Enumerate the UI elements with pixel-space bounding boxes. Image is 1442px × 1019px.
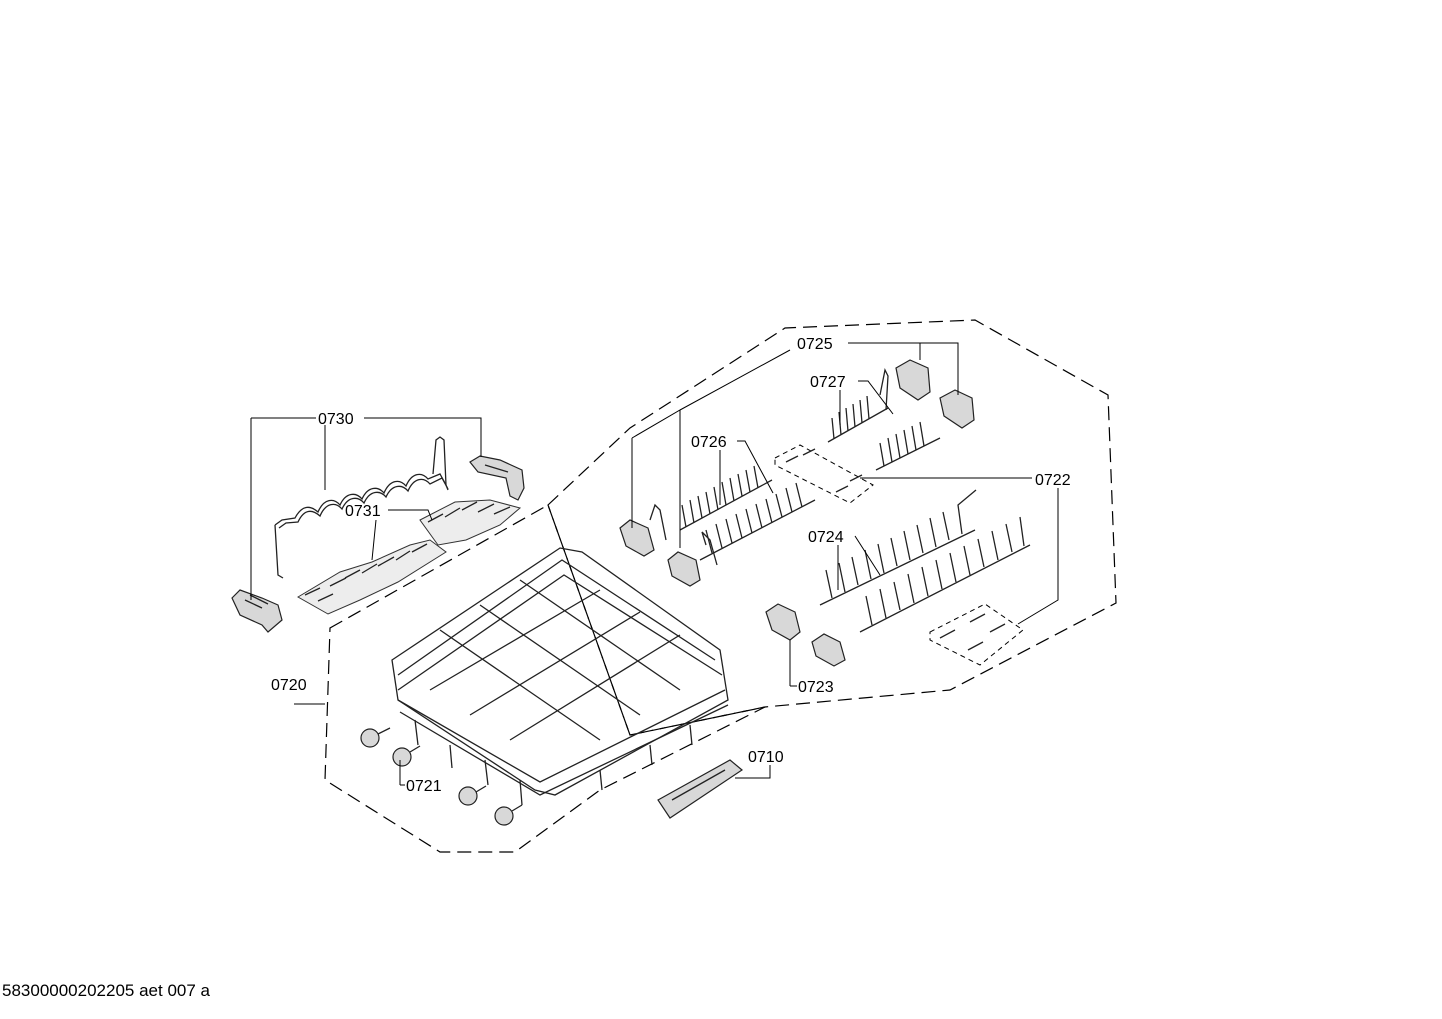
clip-part-0725-c: [895, 359, 931, 401]
callout-labels: 0710 0720 0721 0722 0723 0724 0725 0726 …: [271, 336, 1071, 795]
label-0731: 0731: [345, 503, 381, 520]
label-0725: 0725: [797, 336, 833, 353]
label-0724: 0724: [808, 529, 844, 546]
lower-basket-part: [391, 547, 729, 806]
clip-part-0725-b: [667, 551, 701, 587]
leader-lines: [250, 342, 1059, 786]
wheel-part-4: [494, 804, 523, 826]
label-0730: 0730: [318, 411, 354, 428]
label-0722: 0722: [1035, 472, 1071, 489]
label-0723: 0723: [798, 679, 834, 696]
wire-bracket-part: [274, 436, 449, 579]
label-0727: 0727: [810, 374, 846, 391]
label-0710: 0710: [748, 749, 784, 766]
end-clip-left-part: [231, 589, 283, 633]
label-0721: 0721: [406, 778, 442, 795]
assembly-boundary-upper: [547, 319, 1117, 736]
clip-part-0723-a: [765, 603, 801, 641]
end-clip-right-part: [469, 455, 525, 501]
wheel-part-1: [360, 727, 391, 748]
tine-rack-0731-part: [297, 499, 522, 615]
wheel-part-2: [392, 745, 421, 767]
document-id-footer: 58300000202205 aet 007 a: [2, 981, 210, 1000]
group-outline-0722-large: [929, 603, 1024, 666]
group-outline-0722-small: [774, 444, 874, 504]
tine-row-0726-part: [649, 465, 816, 566]
label-0726: 0726: [691, 434, 727, 451]
label-0720: 0720: [271, 677, 307, 694]
handle-part-0710: [657, 759, 744, 819]
pins-part-0722-small: [785, 448, 863, 493]
pins-part-0722-large: [939, 613, 1006, 651]
tine-row-0724-part: [819, 489, 1031, 633]
clip-part-0725-a: [619, 519, 655, 557]
clip-part-0725-d: [939, 389, 975, 429]
wheel-part-3: [458, 785, 487, 806]
clip-part-0723-b: [811, 633, 846, 667]
